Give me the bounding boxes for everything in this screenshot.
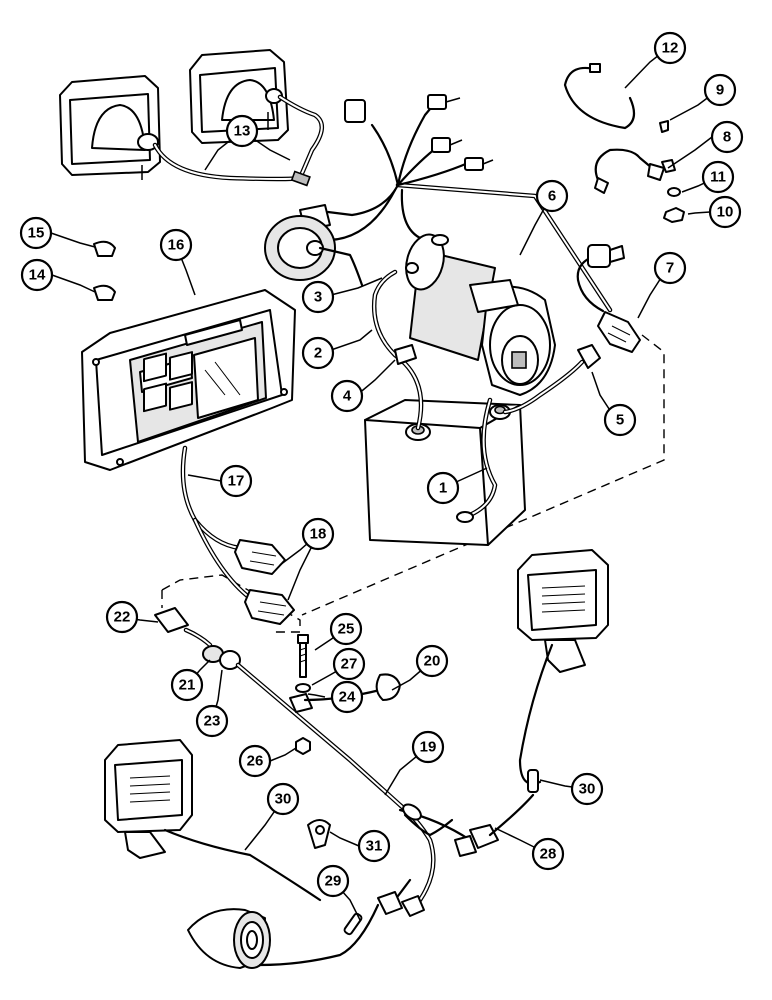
callout-25-label: 25 — [338, 621, 355, 638]
callout-19-label: 19 — [420, 739, 437, 756]
callout-3: 3 — [301, 280, 335, 314]
callout-14-label: 14 — [29, 267, 46, 284]
callout-11: 11 — [701, 160, 735, 194]
callout-10: 10 — [708, 195, 742, 229]
battery-cables — [372, 269, 601, 523]
callout-15-label: 15 — [28, 225, 45, 242]
callout-30-right-label: 30 — [579, 781, 596, 798]
callout-9-label: 9 — [716, 82, 724, 99]
callout-8-label: 8 — [723, 129, 731, 146]
work-lamp-right — [488, 549, 609, 837]
callout-4-label: 4 — [343, 388, 352, 405]
callout-1-label: 1 — [439, 480, 447, 497]
beacon-lamp — [187, 903, 380, 969]
callout-8: 8 — [710, 120, 744, 154]
callout-31-label: 31 — [366, 838, 383, 855]
callout-7-label: 7 — [666, 260, 674, 277]
callout-31: 31 — [357, 829, 391, 863]
callout-15: 15 — [19, 216, 53, 250]
callout-9: 9 — [703, 73, 737, 107]
callout-21: 21 — [170, 668, 204, 702]
callout-2-label: 2 — [314, 345, 322, 362]
callout-18-label: 18 — [310, 526, 327, 543]
callout-5: 5 — [603, 403, 637, 437]
headlamp-left — [59, 75, 161, 180]
callout-16-label: 16 — [168, 237, 185, 254]
callout-17-label: 17 — [228, 473, 245, 490]
lamp-right-grille — [541, 585, 586, 613]
rear-harness — [154, 607, 499, 917]
work-lamp-left — [104, 739, 322, 902]
callout-27: 27 — [332, 647, 366, 681]
callout-26-label: 26 — [247, 753, 264, 770]
callout-18: 18 — [301, 517, 335, 551]
callout-23: 23 — [195, 704, 229, 738]
horn — [264, 204, 364, 287]
callout-10-label: 10 — [717, 204, 734, 221]
callout-6: 6 — [535, 179, 569, 213]
panel-harness — [180, 445, 295, 625]
callout-21-label: 21 — [179, 677, 196, 694]
headlamp-wires — [152, 94, 324, 187]
callout-30-right: 30 — [570, 772, 604, 806]
callout-5-label: 5 — [616, 412, 624, 429]
callout-12: 12 — [653, 31, 687, 65]
callout-13: 13 — [225, 114, 259, 148]
starter-motor — [405, 233, 556, 396]
main-harness — [326, 94, 641, 353]
callout-2: 2 — [301, 336, 335, 370]
callout-22: 22 — [105, 600, 139, 634]
callout-16: 16 — [159, 228, 193, 262]
callout-23-label: 23 — [204, 713, 221, 730]
instrument-panel — [81, 289, 296, 471]
callout-19: 19 — [411, 730, 445, 764]
callout-6-label: 6 — [548, 188, 556, 205]
callout-14: 14 — [20, 258, 54, 292]
callout-24-label: 24 — [339, 689, 356, 706]
callout-26: 26 — [238, 744, 272, 778]
callout-28: 28 — [531, 837, 565, 871]
callout-20-label: 20 — [424, 653, 441, 670]
callout-11-label: 11 — [710, 169, 726, 186]
small-parts — [93, 63, 685, 301]
callout-22-label: 22 — [114, 609, 131, 626]
callout-13-label: 13 — [234, 123, 251, 140]
callout-29: 29 — [316, 864, 350, 898]
callout-20: 20 — [415, 644, 449, 678]
callout-12-label: 12 — [662, 40, 679, 57]
callout-3-label: 3 — [314, 289, 322, 306]
callout-30-left-label: 30 — [275, 791, 292, 808]
callout-17: 17 — [219, 464, 253, 498]
callout-30-left: 30 — [266, 782, 300, 816]
callout-24: 24 — [330, 680, 364, 714]
callout-28-label: 28 — [540, 846, 557, 863]
callout-1: 1 — [426, 471, 460, 505]
callout-25: 25 — [329, 612, 363, 646]
callout-29-label: 29 — [325, 873, 342, 890]
headlamp-right — [189, 49, 289, 144]
callout-27-label: 27 — [341, 656, 358, 673]
lamp-left-grille — [129, 775, 171, 803]
fasteners — [295, 634, 331, 849]
callout-4: 4 — [330, 379, 364, 413]
callout-7: 7 — [653, 251, 687, 285]
